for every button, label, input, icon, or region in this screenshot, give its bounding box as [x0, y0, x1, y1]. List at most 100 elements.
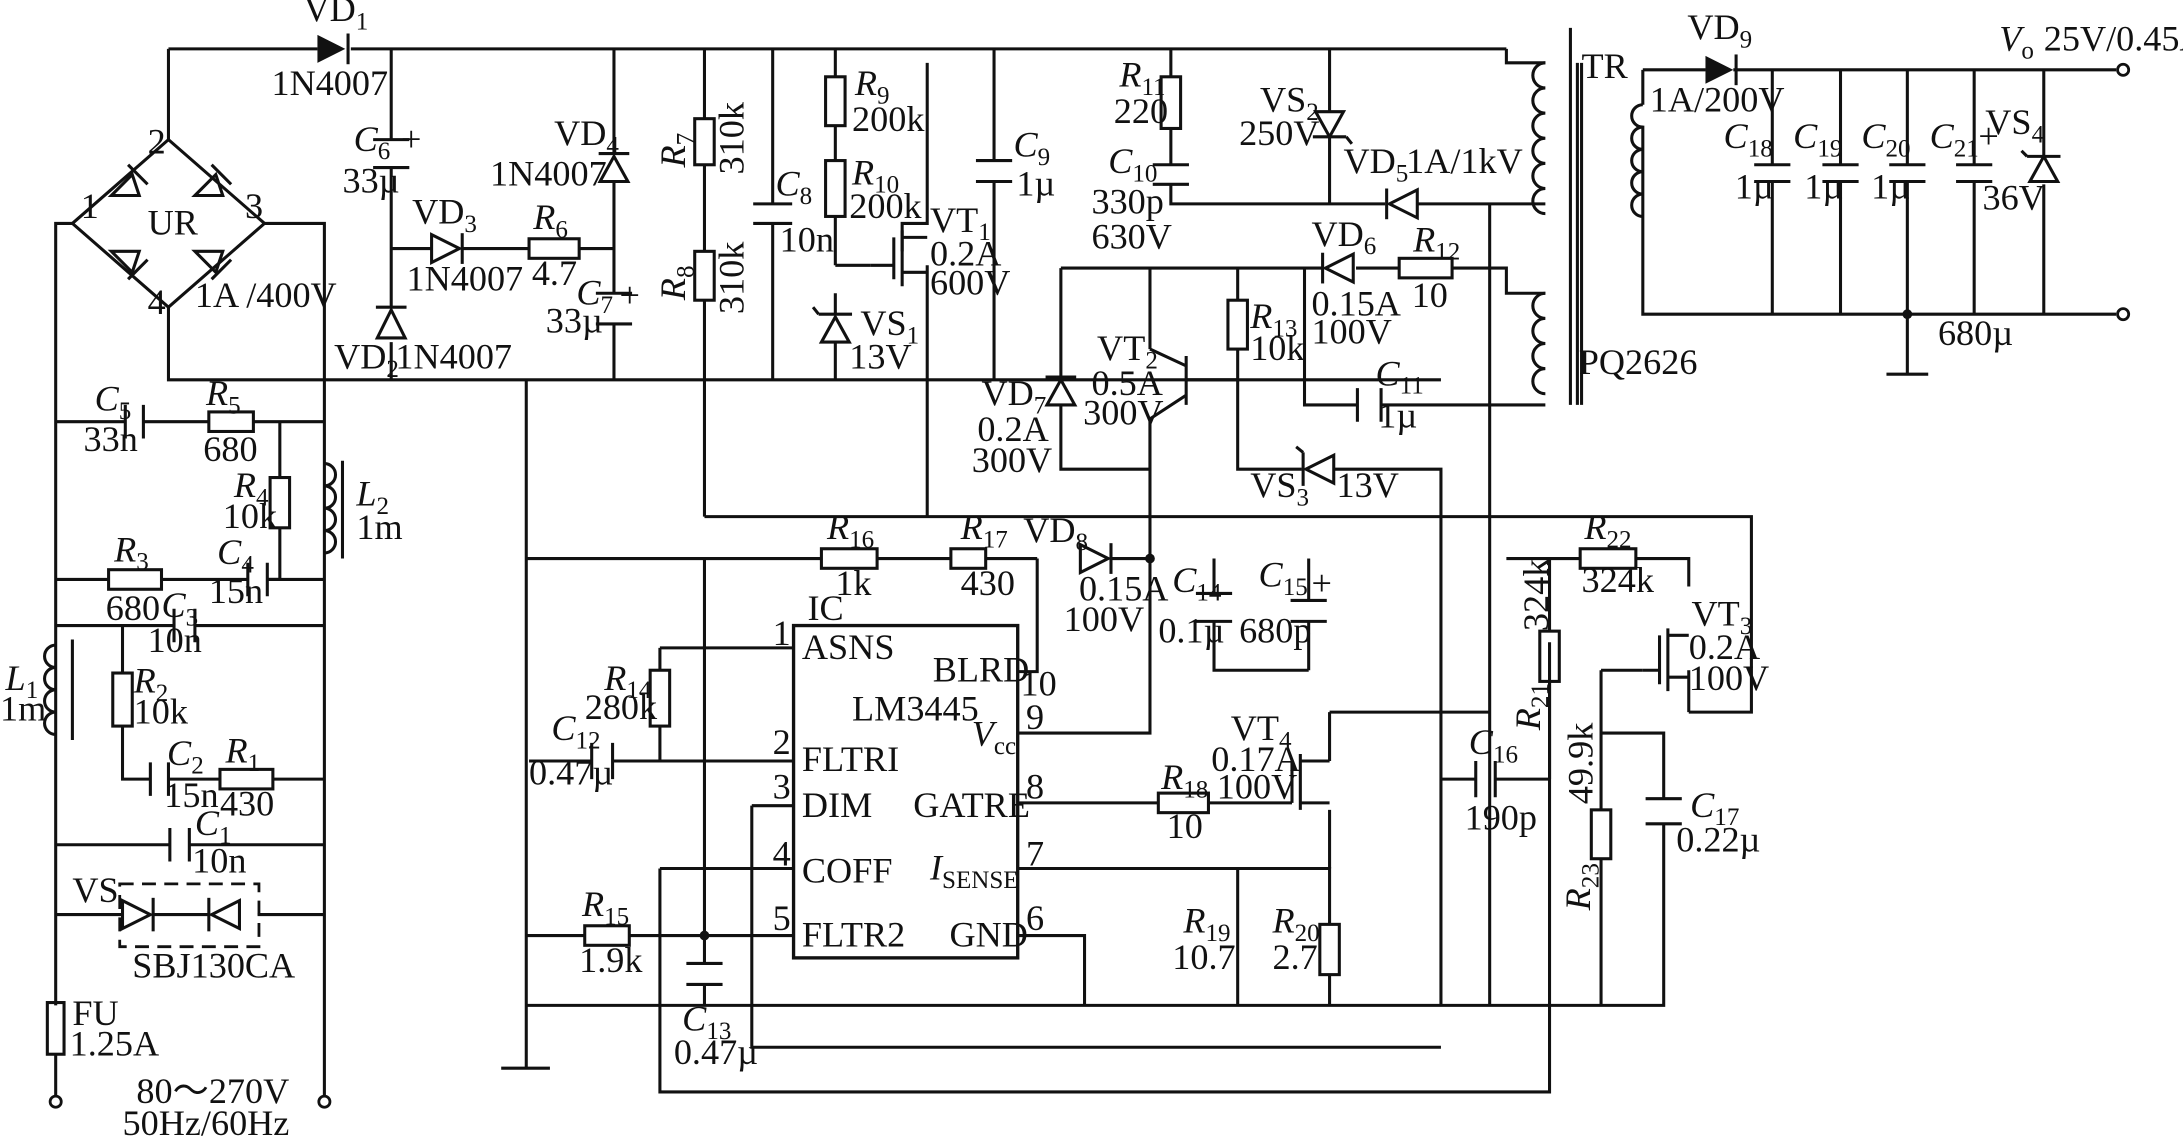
pq-label: PQ2626 — [1579, 342, 1698, 382]
vt2-current: 0.5A — [1091, 363, 1162, 403]
vd4-label: VD4 — [554, 113, 619, 159]
c11-value: 1µ — [1378, 395, 1417, 435]
fuse — [45, 1001, 66, 1056]
vo-label: Vo — [1999, 18, 2034, 64]
vs-part: SBJ130CA — [132, 945, 295, 985]
c3-label: C3 — [161, 585, 198, 631]
c13-value: 0.47µ — [674, 1032, 758, 1072]
r23-label: R23 — [1558, 863, 1604, 911]
r15-value: 1.9k — [579, 940, 643, 980]
c12-value: 0.47µ — [529, 753, 613, 793]
c3-value: 10n — [148, 620, 202, 660]
c5-label: C5 — [95, 378, 132, 424]
r3-value: 680 — [106, 588, 160, 628]
r12-value: 10 — [1412, 275, 1448, 315]
r14-label: R14 — [603, 658, 652, 704]
c4-value: 15n — [209, 571, 263, 611]
c14-value: 0.1µ — [1158, 610, 1224, 650]
vt1-voltage: 600V — [930, 263, 1010, 303]
r23-value: 49.9k — [1561, 722, 1601, 805]
vd3-label: VD3 — [412, 191, 477, 237]
c21-value: 680µ — [1938, 313, 2013, 353]
fu-value: 1.25A — [70, 1024, 159, 1064]
ic-pin-num-4: 4 — [773, 834, 791, 874]
c10-value: 330p — [1091, 182, 1163, 222]
input-frequency: 50Hz/60Hz — [123, 1103, 290, 1138]
vt1-label: VT1 — [930, 200, 991, 246]
ic-label: IC — [807, 588, 843, 628]
r22-value: 324k — [1582, 560, 1655, 600]
fu-label: FU — [72, 993, 118, 1033]
r1-value: 430 — [220, 783, 274, 823]
ic-pin-gatre: GATRE — [913, 785, 1030, 825]
vs2-label: VS2 — [1260, 80, 1319, 126]
svg-text:+: + — [1311, 563, 1331, 603]
c16-value: 190p — [1465, 797, 1537, 837]
c20-label: C20 — [1861, 116, 1910, 162]
r21-label: R21 — [1508, 683, 1554, 731]
vd6-label: VD6 — [1311, 214, 1376, 260]
ic-pin-num-6: 6 — [1026, 898, 1044, 938]
r13-label: R13 — [1249, 296, 1297, 342]
ic-pin-fltri: FLTRI — [802, 739, 899, 779]
vd9-label: VD9 — [1687, 7, 1752, 53]
vt4-label: VT4 — [1231, 708, 1292, 754]
r6-label: R6 — [532, 197, 568, 243]
c1-value: 10n — [192, 841, 246, 881]
vd7-label: VD7 — [982, 373, 1047, 419]
junction-dots — [699, 309, 1913, 941]
ic-pin-num-2: 2 — [773, 722, 791, 762]
vt2-voltage: 300V — [1083, 392, 1163, 432]
vt3-current: 0.2A — [1689, 627, 1760, 667]
vd7-current: 0.2A — [977, 409, 1048, 449]
vd5-label: VD5 — [1343, 141, 1408, 187]
vd8-current: 0.15A — [1079, 568, 1168, 608]
ic-pin-num-3: 3 — [773, 767, 791, 807]
vd8-label: VD8 — [1023, 510, 1088, 556]
ic-pin-gnd: GND — [949, 915, 1027, 955]
ic-pin-blrd: BLRD — [933, 649, 1030, 689]
c18-value: 1µ — [1735, 166, 1774, 206]
ur-rating: 1A /400V — [195, 275, 337, 315]
vt1-current: 0.2A — [930, 233, 1001, 273]
vt4-current: 0.17A — [1211, 739, 1300, 779]
r21-value: 324k — [1516, 558, 1556, 631]
r19-value: 10.7 — [1172, 937, 1235, 977]
c4-label: C4 — [217, 532, 254, 578]
c5-value: 33n — [84, 419, 138, 459]
r17-label: R17 — [960, 507, 1008, 553]
c10-label: C10 — [1108, 141, 1157, 187]
ic-pin-asns: ASNS — [802, 627, 895, 667]
r20-label: R20 — [1271, 901, 1319, 947]
r13-value: 10k — [1250, 328, 1305, 368]
ic-pin-coff: COFF — [802, 850, 893, 890]
vd9-value: 1A/200V — [1650, 80, 1785, 120]
inductors-and-transformer — [43, 27, 1643, 741]
ic-pin-dim: DIM — [802, 785, 872, 825]
r11-label: R11 — [1118, 55, 1165, 101]
ic-pin-num-7: 7 — [1026, 834, 1044, 874]
l1-label: L1 — [5, 658, 39, 704]
svg-text:+: + — [1978, 116, 1998, 156]
r8-value: 310k — [711, 241, 751, 314]
c15-label: C15 — [1259, 554, 1308, 600]
c17-label: C17 — [1690, 785, 1739, 831]
terminals — [48, 62, 2131, 1109]
r6-value: 4.7 — [532, 253, 577, 293]
vd5-value: 1A/1kV — [1406, 141, 1523, 181]
c14-label: C14 — [1172, 560, 1222, 606]
r4-label: R4 — [233, 465, 269, 511]
r20-value: 2.7 — [1272, 937, 1317, 977]
c7-value: 33µ — [546, 300, 603, 340]
c17-value: 0.22µ — [1676, 820, 1760, 860]
ic-pin-num-9: 9 — [1026, 697, 1044, 737]
r4-value: 10k — [223, 496, 278, 536]
c18-label: C18 — [1724, 116, 1773, 162]
c9-label: C9 — [1014, 124, 1051, 170]
c19-label: C19 — [1793, 116, 1842, 162]
transistors — [870, 230, 1689, 810]
r14-value: 280k — [585, 687, 658, 727]
pin3: 3 — [245, 186, 263, 226]
r9-label: R9 — [854, 63, 890, 109]
